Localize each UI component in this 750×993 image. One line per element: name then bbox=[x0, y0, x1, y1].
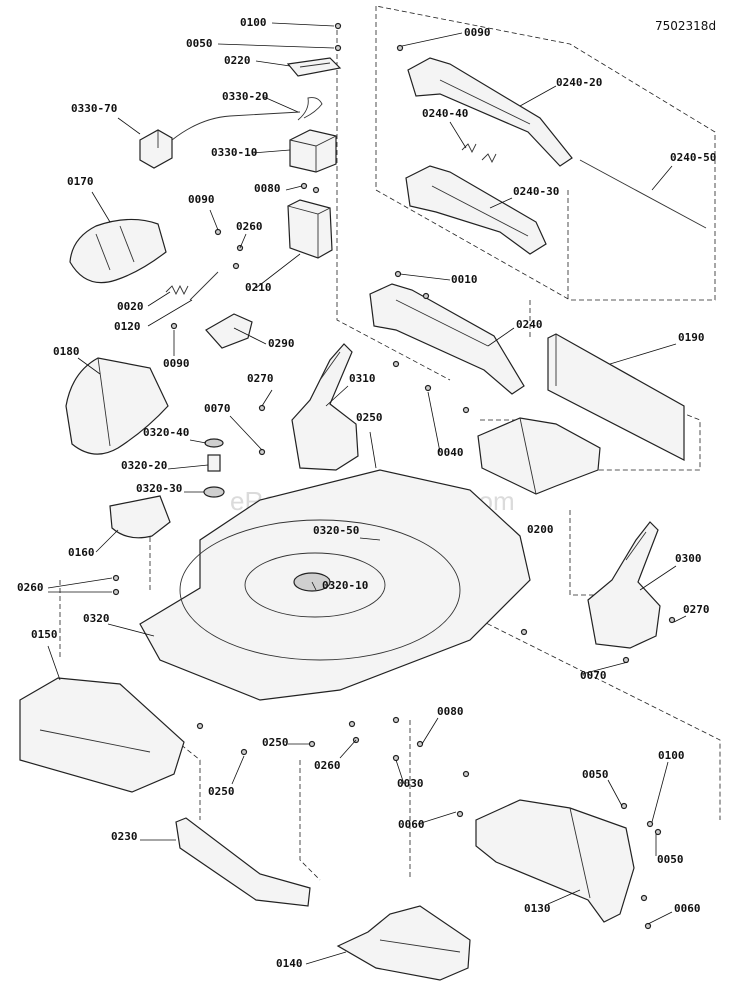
callout-0060: 0060 bbox=[674, 902, 701, 915]
callout-0260: 0260 bbox=[236, 220, 263, 233]
part-0240-20-handle bbox=[407, 57, 573, 167]
callout-0320-20: 0320-20 bbox=[121, 459, 167, 472]
part-0160-flap bbox=[109, 495, 171, 539]
callout-0190: 0190 bbox=[678, 331, 705, 344]
part-0210-battery-box bbox=[287, 199, 333, 259]
part-0190-panel bbox=[547, 333, 685, 461]
callout-0090: 0090 bbox=[188, 193, 215, 206]
callout-0070: 0070 bbox=[204, 402, 231, 415]
callout-0050: 0050 bbox=[582, 768, 609, 781]
callout-0240: 0240 bbox=[516, 318, 543, 331]
part-0150-front-cover bbox=[19, 677, 185, 793]
callout-0150: 0150 bbox=[31, 628, 58, 641]
callout-0320-50: 0320-50 bbox=[313, 524, 359, 537]
part-0330-10-battery bbox=[289, 129, 337, 173]
part-0300-adjuster bbox=[587, 521, 661, 649]
callout-0320: 0320 bbox=[83, 612, 110, 625]
callout-0220: 0220 bbox=[224, 54, 251, 67]
hardware-fasteners bbox=[112, 22, 676, 930]
callout-0030: 0030 bbox=[397, 777, 424, 790]
callout-0320-10: 0320-10 bbox=[322, 579, 368, 592]
callout-0260: 0260 bbox=[314, 759, 341, 772]
part-0240-30-handle bbox=[405, 165, 547, 255]
callout-0080: 0080 bbox=[437, 705, 464, 718]
callout-0140: 0140 bbox=[276, 957, 303, 970]
callout-0310: 0310 bbox=[349, 372, 376, 385]
part-0120-rod bbox=[189, 271, 219, 301]
callout-0170: 0170 bbox=[67, 175, 94, 188]
callout-0320-40: 0320-40 bbox=[143, 426, 189, 439]
callout-0260: 0260 bbox=[17, 581, 44, 594]
alignment-lines bbox=[59, 30, 721, 881]
callout-0050: 0050 bbox=[657, 853, 684, 866]
callout-0040: 0040 bbox=[437, 446, 464, 459]
part-0230-strip bbox=[175, 817, 311, 907]
callout-0120: 0120 bbox=[114, 320, 141, 333]
part-0200-bag-frame bbox=[477, 417, 601, 495]
part-0320-deck bbox=[139, 469, 531, 701]
callout-0240-30: 0240-30 bbox=[513, 185, 559, 198]
part-0020-spring bbox=[165, 284, 189, 296]
part-0130-rear-guard bbox=[475, 799, 635, 923]
part-0220-plate bbox=[286, 57, 342, 77]
callout-0270: 0270 bbox=[683, 603, 710, 616]
part-0330-70-charger bbox=[139, 111, 301, 169]
part-0240-50-rod bbox=[579, 159, 707, 229]
callout-0330-20: 0330-20 bbox=[222, 90, 268, 103]
callout-0060: 0060 bbox=[398, 818, 425, 831]
part-0180-shield bbox=[65, 357, 169, 455]
callout-0270: 0270 bbox=[247, 372, 274, 385]
callout-0320-30: 0320-30 bbox=[136, 482, 182, 495]
callout-0070: 0070 bbox=[580, 669, 607, 682]
callout-0180: 0180 bbox=[53, 345, 80, 358]
handle-subassembly-box bbox=[375, 5, 716, 301]
callout-labels: 0100 0050 0220 0330-70 0330-20 0330-10 0090 024… bbox=[17, 16, 716, 970]
callout-0300: 0300 bbox=[675, 552, 702, 565]
callout-0250: 0250 bbox=[356, 411, 383, 424]
leader-lines bbox=[47, 22, 687, 965]
callout-0230: 0230 bbox=[111, 830, 138, 843]
callout-0080: 0080 bbox=[254, 182, 281, 195]
callout-0240-50: 0240-50 bbox=[670, 151, 716, 164]
callout-0200: 0200 bbox=[527, 523, 554, 536]
part-0240-40-springs bbox=[461, 143, 497, 164]
part-0170-cover bbox=[69, 218, 167, 284]
callout-0090: 0090 bbox=[464, 26, 491, 39]
part-0290-bracket bbox=[205, 313, 253, 349]
callout-0020: 0020 bbox=[117, 300, 144, 313]
callout-0240-20: 0240-20 bbox=[556, 76, 602, 89]
callout-0250: 0250 bbox=[208, 785, 235, 798]
callout-0100: 0100 bbox=[658, 749, 685, 762]
callout-0100: 0100 bbox=[240, 16, 267, 29]
part-0240-handle-base bbox=[369, 283, 525, 395]
callout-0050: 0050 bbox=[186, 37, 213, 50]
callout-0160: 0160 bbox=[68, 546, 95, 559]
callout-0250: 0250 bbox=[262, 736, 289, 749]
callout-0090: 0090 bbox=[163, 357, 190, 370]
callout-0330-70: 0330-70 bbox=[71, 102, 117, 115]
callout-0240-40: 0240-40 bbox=[422, 107, 468, 120]
callout-0290: 0290 bbox=[268, 337, 295, 350]
callout-0130: 0130 bbox=[524, 902, 551, 915]
callout-0010: 0010 bbox=[451, 273, 478, 286]
reference-code: 7502318d bbox=[655, 19, 716, 33]
part-0330-20-harness bbox=[297, 97, 323, 121]
part-0320-knob-stack bbox=[203, 438, 225, 498]
part-0140-rear-flap bbox=[336, 905, 471, 981]
part-0310-adjuster bbox=[291, 343, 359, 471]
callout-0210: 0210 bbox=[245, 281, 272, 294]
callout-0330-10: 0330-10 bbox=[211, 146, 257, 159]
